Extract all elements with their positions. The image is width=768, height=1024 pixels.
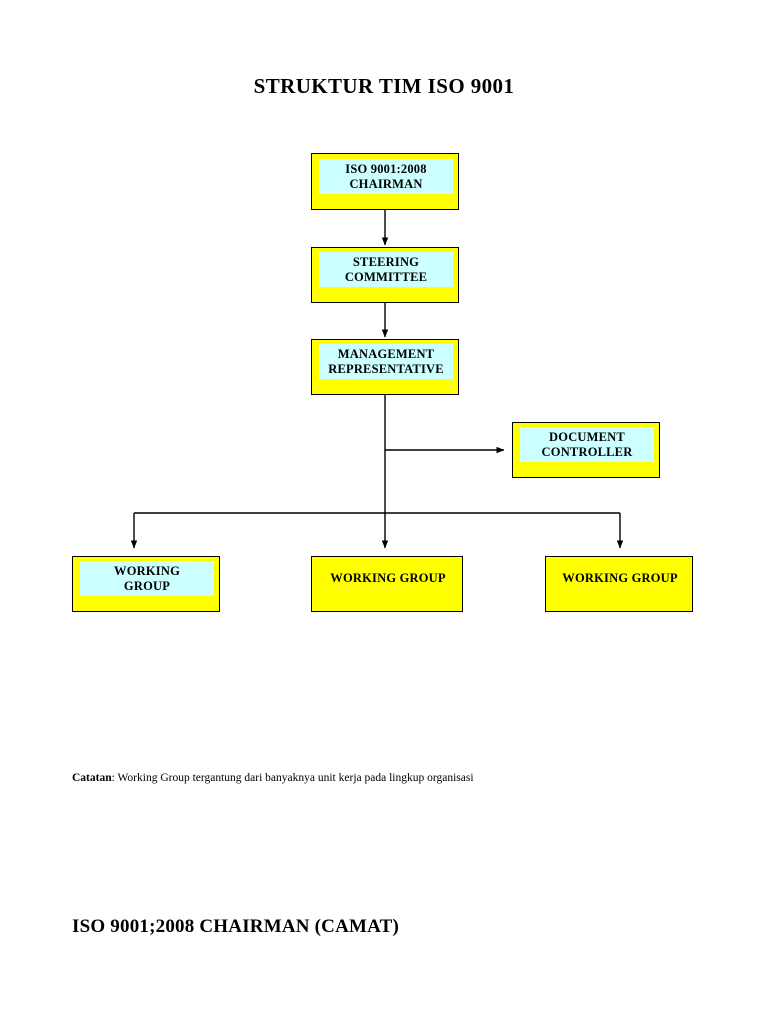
node-working-group-3-inner: WORKING GROUP [553, 561, 687, 596]
node-management-representative-label: MANAGEMENT REPRESENTATIVE [328, 346, 444, 376]
note-text: : Working Group tergantung dari banyakny… [111, 772, 474, 784]
node-document-controller-inner: DOCUMENT CONTROLLER [520, 427, 654, 462]
note-label: Catatan [72, 772, 112, 784]
node-working-group-1-label: WORKING GROUP [114, 563, 180, 593]
node-steering-committee-label: STEERING COMMITTEE [344, 254, 428, 284]
footer-heading: ISO 9001;2008 CHAIRMAN (CAMAT) [72, 916, 400, 937]
node-management-representative[interactable]: MANAGEMENT REPRESENTATIVE [311, 339, 459, 395]
node-iso-chairman[interactable]: ISO 9001:2008 CHAIRMAN [311, 153, 459, 210]
node-working-group-2-label: WORKING GROUP [330, 571, 446, 585]
node-working-group-1[interactable]: WORKING GROUP [72, 556, 220, 612]
node-working-group-1-inner: WORKING GROUP [80, 561, 214, 596]
node-steering-committee[interactable]: STEERING COMMITTEE [311, 247, 459, 303]
node-iso-chairman-inner: ISO 9001:2008 CHAIRMAN [319, 159, 453, 194]
note-line: Catatan: Working Group tergantung dari b… [72, 772, 692, 784]
node-document-controller-label: DOCUMENT CONTROLLER [541, 429, 633, 459]
node-working-group-2[interactable]: WORKING GROUP [311, 556, 463, 612]
node-iso-chairman-label: ISO 9001:2008 CHAIRMAN [345, 161, 427, 191]
node-steering-committee-inner: STEERING COMMITTEE [319, 252, 453, 287]
node-management-representative-inner: MANAGEMENT REPRESENTATIVE [319, 344, 453, 379]
node-document-controller[interactable]: DOCUMENT CONTROLLER [512, 422, 660, 478]
node-working-group-2-inner: WORKING GROUP [318, 561, 458, 596]
page-title: STRUKTUR TIM ISO 9001 [253, 74, 515, 98]
node-working-group-3-label: WORKING GROUP [562, 571, 678, 585]
node-working-group-3[interactable]: WORKING GROUP [545, 556, 693, 612]
